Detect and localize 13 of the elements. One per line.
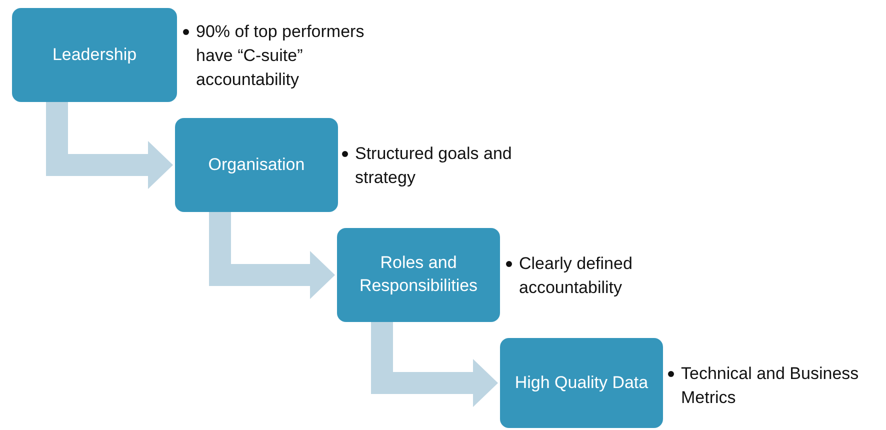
- box-label: High Quality Data: [514, 372, 648, 394]
- box-label: Roles and Responsibilities: [358, 252, 479, 297]
- bullet-text: Clearly defined accountability: [519, 252, 695, 300]
- process-box: [500, 338, 663, 428]
- bullet-text: Technical and Business Metrics: [681, 362, 886, 410]
- process-box: [175, 118, 338, 212]
- bullet-text: 90% of top performers have “C-suite” accountability: [196, 20, 402, 92]
- bent-arrow: [371, 322, 498, 407]
- process-box: [12, 8, 177, 102]
- bullet-text: Structured goals and strategy: [355, 142, 561, 190]
- process-box: [337, 228, 500, 322]
- box-label: Organisation: [208, 154, 305, 176]
- box-label: Leadership: [52, 44, 137, 66]
